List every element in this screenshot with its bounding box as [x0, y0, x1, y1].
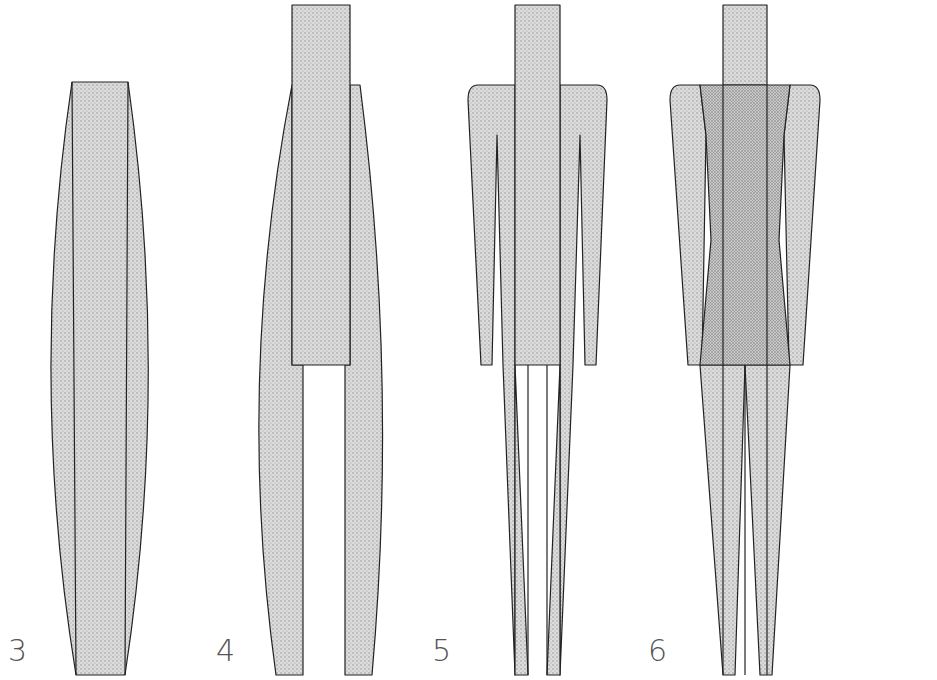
figure-number: 4 — [216, 636, 235, 666]
figure-number: 3 — [8, 636, 27, 666]
human-figure — [670, 5, 820, 675]
split-figure — [259, 5, 383, 675]
figure-number: 6 — [648, 636, 667, 666]
spindle-figure — [51, 82, 148, 675]
limbed-figure — [468, 5, 607, 675]
figure-number: 5 — [432, 636, 451, 666]
